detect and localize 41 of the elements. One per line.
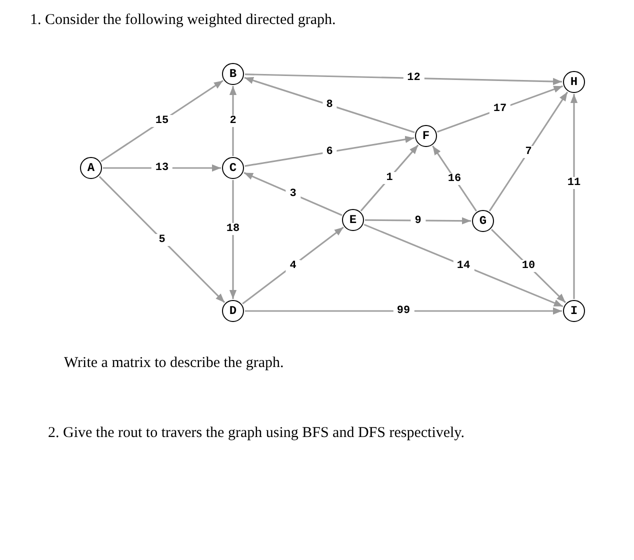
- arrow: [103, 164, 221, 172]
- arrow: [100, 80, 224, 162]
- node-circle: F: [415, 125, 437, 147]
- node-circle: G: [472, 210, 494, 232]
- edge-label: 5: [154, 234, 170, 246]
- node-circle: H: [563, 71, 585, 93]
- node-circle: B: [222, 63, 244, 85]
- question-text: 1. Consider the following weighted directed graph.: [30, 12, 336, 29]
- node-circle: I: [563, 300, 585, 322]
- edge-label: 3: [286, 188, 300, 200]
- arrow: [364, 224, 564, 308]
- arrow: [365, 217, 471, 224]
- arrow: [488, 92, 568, 212]
- question-text: Write a matrix to describe the graph.: [64, 355, 284, 372]
- arrow: [229, 180, 237, 299]
- arrow: [242, 226, 344, 304]
- edge-label: 17: [489, 103, 511, 115]
- arrow: [245, 307, 562, 315]
- arrow: [98, 176, 226, 304]
- arrow: [244, 172, 342, 216]
- arrow: [490, 228, 566, 304]
- node-circle: A: [80, 157, 102, 179]
- arrow: [229, 86, 237, 156]
- arrow: [437, 85, 563, 133]
- arrow: [244, 76, 415, 134]
- edge-label: 4: [286, 260, 300, 272]
- node-circle: C: [222, 157, 244, 179]
- arrow: [360, 144, 419, 212]
- arrow: [432, 146, 477, 212]
- edge-label: 9: [410, 214, 426, 226]
- node-circle: D: [222, 300, 244, 322]
- arrow: [570, 94, 578, 299]
- edge-label: 15: [151, 115, 173, 127]
- edge-label: 7: [521, 146, 536, 158]
- edge-label: 14: [452, 260, 474, 272]
- question-text: 2. Give the rout to travers the graph using BFS and DFS respectively.: [48, 425, 464, 442]
- edge-label: 8: [322, 99, 337, 111]
- arrow: [244, 73, 562, 86]
- edge-label: 1: [382, 172, 397, 184]
- arrow: [244, 136, 414, 167]
- node-circle: E: [342, 209, 364, 231]
